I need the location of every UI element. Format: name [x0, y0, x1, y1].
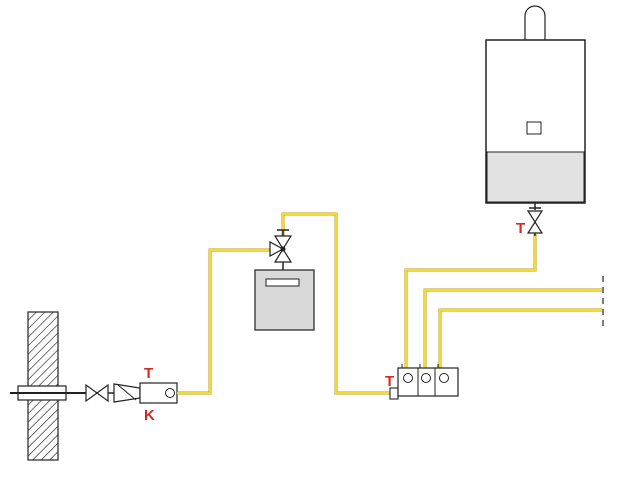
boiler-ball-valve-icon: [526, 207, 544, 236]
meter-inlet-k-label: K: [144, 407, 155, 424]
riser-pipe: [281, 212, 390, 395]
gas-meter-box: [139, 382, 178, 404]
supply-pipe: [177, 248, 270, 395]
inlet-ball-valve-icon: [85, 383, 114, 403]
wall-penetration: [10, 385, 86, 401]
gas-distributor-icon: [389, 364, 459, 400]
meter-outlet-t-label: T: [144, 365, 153, 382]
appliance-box: [254, 269, 315, 331]
gas-boiler-icon: [485, 5, 586, 210]
regulator-icon: [113, 383, 141, 403]
three-way-valve-icon: [269, 229, 293, 270]
manifold-t-label: T: [385, 373, 394, 390]
boiler-t-label: T: [516, 220, 525, 237]
manifold-branch-pipes: [404, 234, 602, 370]
